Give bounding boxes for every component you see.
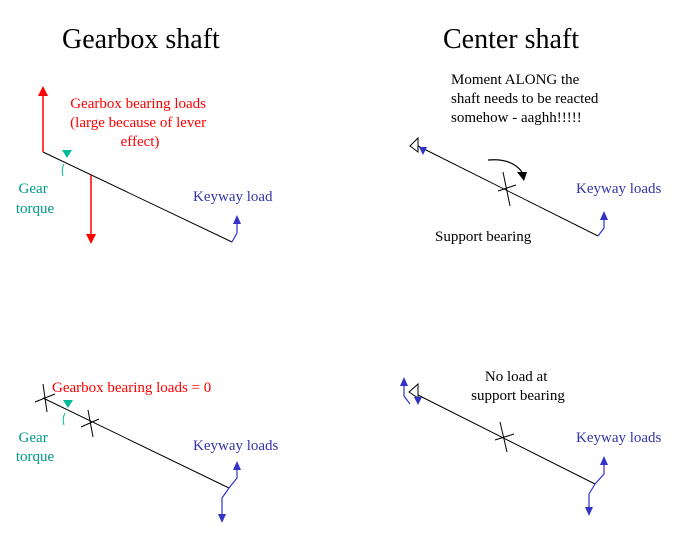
moment-arc-arrow-icon [487, 159, 527, 181]
keyway-load-arrow-down [218, 487, 230, 523]
support-bearing-mark [494, 421, 515, 453]
keyway-loads-label: Keyway loads [193, 438, 279, 454]
bearing-load-arrow-up [38, 86, 48, 152]
bearing-loads-zero-label: Gearbox bearing loads = 0 [52, 380, 211, 396]
gear-torque-arrow-icon [61, 150, 72, 177]
bearing-mark [80, 409, 100, 438]
keyway-load-arrow-up [228, 461, 241, 489]
reaction-arrow-hollow-icon [409, 136, 419, 153]
bearing-loads-label: Gearbox bearing loads (large because of … [70, 96, 210, 150]
keyway-load-arrow [597, 211, 608, 237]
shaft [42, 397, 230, 489]
reaction-arrow-hollow-icon [408, 382, 419, 399]
panel-gearbox-bottom: Gearbox bearing loads = 0 Gear torque Ke… [16, 380, 279, 523]
moment-note: Moment ALONG the shaft needs to be react… [451, 72, 602, 126]
bearing-load-arrow-down [86, 175, 96, 244]
title-center-shaft: Center shaft [443, 24, 579, 55]
keyway-loads-label: Keyway loads [576, 181, 662, 197]
gear-torque-label: Gear torque [16, 181, 55, 217]
gear-torque-arrow-icon [62, 400, 73, 426]
shaft [417, 145, 599, 237]
keyway-load-arrow [231, 215, 241, 243]
gear-torque-label: Gear torque [16, 430, 55, 465]
panel-center-top: Moment ALONG the shaft needs to be react… [409, 72, 662, 245]
keyway-loads-label: Keyway loads [576, 430, 662, 446]
reaction-arrow-blue-down [419, 147, 427, 155]
support-bearing-label: Support bearing [435, 229, 532, 245]
keyway-load-arrow-up [594, 456, 608, 485]
keyway-load-arrow-down [585, 483, 596, 516]
panel-center-bottom: No load at support bearing Keyway loads [400, 369, 662, 516]
title-gearbox-shaft: Gearbox shaft [62, 24, 220, 55]
shaft [42, 151, 233, 243]
bearing-mark [34, 383, 56, 413]
keyway-load-label: Keyway load [193, 189, 273, 205]
panel-gearbox-top: Gearbox bearing loads (large because of … [16, 86, 273, 244]
support-bearing-mark [497, 171, 517, 207]
reaction-arrow-blue-down [414, 397, 422, 405]
no-load-note: No load at support bearing [471, 369, 565, 404]
reaction-arrow-up-blue [400, 377, 411, 405]
